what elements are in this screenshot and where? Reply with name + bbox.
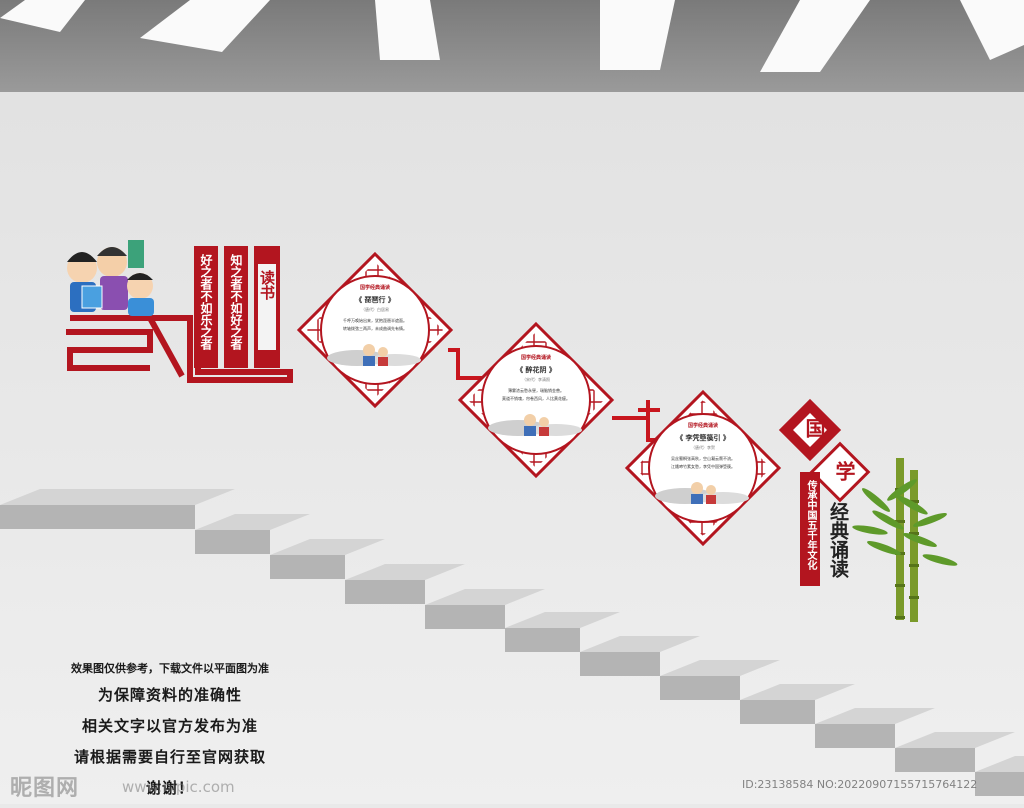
panel-line-1: 千呼万唤始出来，犹抱琵琶半遮面。 — [343, 318, 407, 323]
stair-tread — [580, 636, 700, 652]
stair-tread — [0, 489, 235, 505]
poem-column-1: 好之者不如乐之者 — [199, 254, 213, 350]
stair-riser — [740, 700, 815, 724]
panel-line-2: 转轴拨弦三两声，未成曲调先有情。 — [343, 326, 407, 331]
watermark-id: ID:23138584 NO:20220907155715764122 — [742, 778, 978, 791]
stair-tread — [815, 708, 935, 724]
stair-riser — [270, 555, 345, 579]
guoxue-seal-1 — [778, 398, 842, 462]
stair-riser — [425, 605, 505, 629]
poem-panel-1 — [296, 251, 454, 409]
stair-tread — [975, 756, 1024, 772]
panel-line-1: 吴丝蜀桐张高秋，空山凝云颓不流。 — [671, 456, 735, 461]
panel-title: 《 醉花阴 》 — [516, 365, 556, 374]
panel-header: 国学经典诵读 — [687, 423, 718, 429]
poem-column-2: 知之者不如好之者 — [229, 254, 243, 350]
panel-line-1: 薄雾浓云愁永昼，瑞脑销金兽。 — [508, 388, 564, 393]
poem-panel-text-3: 国学经典诵读《 李凭箜篌引 》 （唐代）李贺吴丝蜀桐张高秋，空山凝云颓不流。江娥啼… — [655, 422, 751, 470]
book-decoration — [66, 246, 293, 383]
watermark-url: www.nipic.com — [122, 778, 235, 796]
panel-connectors — [448, 348, 660, 442]
stair-riser — [0, 505, 195, 529]
stair-tread — [345, 564, 465, 580]
disclaimer-line-4: 谢谢！ — [145, 779, 194, 797]
disclaimer-line-1: 为保障资料的准确性 — [97, 686, 242, 704]
ceiling-lights — [0, 0, 1024, 72]
stair-tread — [425, 589, 545, 605]
panel-title: 《 琵琶行 》 — [355, 295, 395, 304]
guoxue-bar — [800, 472, 820, 586]
stair-riser — [815, 724, 895, 748]
poem-panel-2 — [457, 321, 615, 479]
guoxue-subtitle: 传承中国五千年文化 — [805, 480, 816, 570]
stair-tread — [660, 660, 780, 676]
panel-line-2: 江娥啼竹素女愁，李凭中国弹箜篌。 — [671, 464, 735, 469]
stair-tread — [270, 539, 385, 555]
stair-tread — [895, 732, 1015, 748]
disclaimer-line-3: 请根据需要自行至官网获取 — [73, 748, 266, 766]
stair-riser — [895, 748, 975, 772]
stair-riser — [975, 772, 1024, 796]
book-spine-2 — [224, 246, 248, 368]
poem-panel-text-2: 国学经典诵读《 醉花阴 》 （宋代）李清照薄雾浓云愁永昼，瑞脑销金兽。莫道不销魂，… — [488, 354, 584, 402]
stair-tread — [740, 684, 855, 700]
guoxue-char-1: 国 — [802, 418, 826, 438]
disclaimer-small: 效果图仅供参考，下载文件以平面图为准 — [71, 662, 269, 675]
disclaimer-line-2: 相关文字以官方发布为准 — [81, 717, 258, 735]
poem-panel-text-1: 国学经典诵读《 琵琶行 》 （唐代）白居易千呼万唤始出来，犹抱琵琶半遮面。转轴拨弦… — [327, 284, 423, 332]
guoxue-char-2: 学 — [832, 461, 856, 481]
book-label: 读书 — [258, 270, 276, 300]
panel-header: 国学经典诵读 — [359, 285, 390, 291]
panel-author: （唐代）白居易 — [361, 307, 389, 312]
panel-title: 《 李凭箜篌引 》 — [676, 433, 730, 442]
disclaimer-notice: 效果图仅供参考，下载文件以平面图为准 为保障资料的准确性 相关文字以官方发布为准… — [20, 660, 320, 808]
panel-author: （宋代）李清照 — [522, 377, 550, 382]
staircase — [0, 489, 1024, 796]
stair-riser — [660, 676, 740, 700]
ceiling — [0, 0, 1024, 92]
stair-tread — [195, 514, 310, 530]
book-spine-1 — [194, 246, 218, 368]
guoxue-title: 经典诵读 — [827, 502, 849, 578]
watermark-site: 昵图网 — [10, 775, 80, 801]
panel-line-2: 莫道不销魂，帘卷西风，人比黄花瘦。 — [502, 396, 570, 401]
panel-author: （唐代）李贺 — [691, 445, 715, 450]
poem-panel-3 — [624, 389, 782, 547]
stair-riser — [345, 580, 425, 604]
bamboo-illustration — [852, 458, 958, 622]
guoxue-seal-2 — [809, 441, 871, 503]
stair-riser — [580, 652, 660, 676]
cartoon-kids-illustration — [67, 240, 154, 316]
stair-tread — [505, 612, 620, 628]
stair-riser — [195, 530, 270, 554]
panel-header: 国学经典诵读 — [520, 355, 551, 361]
stair-riser — [505, 628, 580, 652]
